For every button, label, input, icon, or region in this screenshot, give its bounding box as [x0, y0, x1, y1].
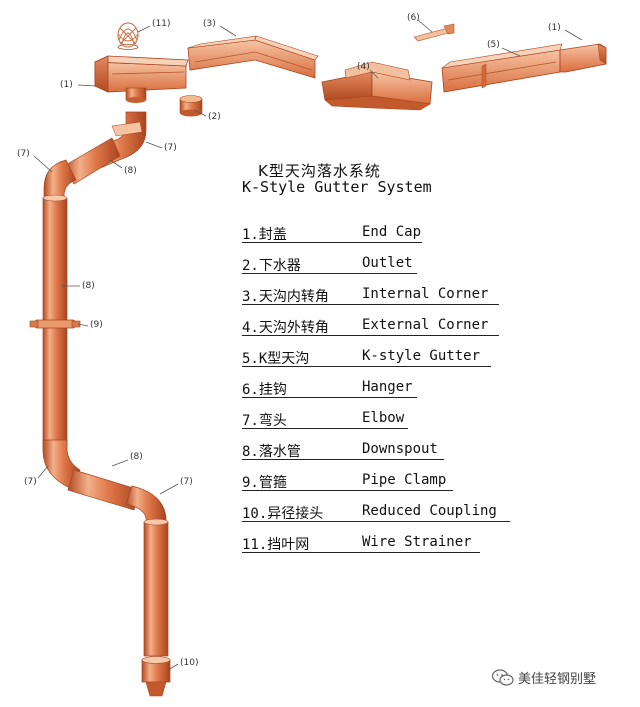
legend-item-english: Elbow: [362, 410, 405, 426]
legend-item: 9.管箍 Pipe Clamp: [242, 472, 532, 503]
parts-legend: 1.封盖 End Cap 2.下水器 Outlet 3.天沟内转角 Internal Co…: [242, 224, 532, 565]
callout-external-corner: (4): [357, 62, 370, 72]
legend-underline: [242, 459, 444, 460]
legend-item: 4.天沟外转角 External Corner: [242, 317, 532, 348]
legend-item-chinese: 1.封盖: [242, 227, 287, 243]
downspout-lower-connector: [67, 469, 141, 511]
leader-lines: [33, 19, 583, 671]
wire-strainer: [117, 22, 139, 50]
legend-item: 7.弯头 Elbow: [242, 410, 532, 441]
callout-pipe-clamp: (9): [90, 320, 103, 330]
end-cap-left: [94, 55, 189, 93]
legend-item: 6.挂钩 Hanger: [242, 379, 532, 410]
callout-k-style-gutter: (5): [487, 40, 500, 50]
callout-hanger: (6): [407, 13, 420, 23]
legend-item-english: Pipe Clamp: [362, 472, 447, 488]
k-style-gutter: [441, 43, 563, 93]
callout-end-cap-right: (1): [548, 23, 561, 33]
external-corner: [321, 61, 433, 111]
legend-item-english: Wire Strainer: [362, 534, 472, 550]
legend-underline: [242, 490, 453, 491]
legend-underline: [242, 335, 499, 336]
watermark-text: 美佳轻钢别墅: [518, 672, 597, 687]
legend-underline: [242, 521, 510, 522]
callout-elbow-lower-right: (7): [180, 477, 193, 487]
legend-underline: [242, 366, 491, 367]
outlet-under-gutter: [125, 87, 147, 103]
elbow-lower-left: [42, 439, 81, 489]
callout-downspout-main: (8): [82, 281, 95, 291]
internal-corner: [187, 35, 319, 79]
pipe-clamp: [29, 319, 81, 329]
end-cap-right: [559, 43, 607, 73]
legend-underline: [242, 304, 499, 305]
legend-item-chinese: 8.落水管: [242, 444, 301, 460]
callout-wire-strainer: (11): [152, 19, 171, 29]
legend-item-english: Internal Corner: [362, 286, 489, 302]
legend-underline: [242, 552, 480, 553]
legend-item-english: Downspout: [362, 441, 438, 457]
legend-item-chinese: 5.K型天沟: [242, 351, 310, 367]
legend-item-chinese: 7.弯头: [242, 413, 287, 429]
legend-item-chinese: 2.下水器: [242, 258, 301, 274]
elbow-lower-right: [125, 485, 167, 523]
title-chinese: K型天沟落水系统: [258, 162, 381, 180]
legend-item-english: Hanger: [362, 379, 413, 395]
legend-underline: [242, 428, 408, 429]
legend-item: 2.下水器 Outlet: [242, 255, 532, 286]
outlet-part: [179, 95, 203, 117]
legend-item-chinese: 10.异径接头: [242, 506, 324, 522]
legend-item-chinese: 3.天沟内转角: [242, 289, 329, 305]
legend-item-english: Reduced Coupling: [362, 503, 497, 519]
legend-item: 5.K型天沟 K-style Gutter: [242, 348, 532, 379]
legend-item-chinese: 4.天沟外转角: [242, 320, 329, 336]
callout-internal-corner: (3): [203, 19, 216, 29]
legend-underline: [242, 242, 422, 243]
callout-downspout-upper: (8): [124, 166, 137, 176]
callout-reduced-coupling: (10): [180, 658, 199, 668]
callout-elbow-upper-left: (7): [17, 149, 30, 159]
elbow-upper-left: [43, 159, 77, 197]
legend-item-english: External Corner: [362, 317, 489, 333]
legend-item-chinese: 9.管箍: [242, 475, 287, 491]
callout-downspout-lower: (8): [130, 452, 143, 462]
callout-elbow-top: (7): [164, 143, 177, 153]
legend-item-english: K-style Gutter: [362, 348, 481, 364]
callout-end-cap-left: (1): [60, 80, 73, 90]
downspout-bottom: [143, 518, 169, 657]
legend-item: 11.挡叶网 Wire Strainer: [242, 534, 532, 565]
legend-item-english: End Cap: [362, 224, 422, 240]
legend-item: 8.落水管 Downspout: [242, 441, 532, 472]
legend-underline: [242, 273, 417, 274]
hanger: [413, 23, 455, 42]
legend-item-chinese: 6.挂钩: [242, 382, 287, 398]
wechat-icon: [491, 668, 514, 687]
legend-item-english: Outlet: [362, 255, 413, 271]
watermark: 美佳轻钢别墅: [491, 668, 597, 687]
callout-outlet: (2): [208, 112, 221, 122]
title-english: K-Style Gutter System: [242, 178, 432, 196]
callout-elbow-lower-left: (7): [24, 477, 37, 487]
legend-underline: [242, 397, 417, 398]
legend-item: 10.异径接头 Reduced Coupling: [242, 503, 532, 534]
legend-item: 3.天沟内转角 Internal Corner: [242, 286, 532, 317]
legend-item-chinese: 11.挡叶网: [242, 537, 310, 553]
reduced-coupling: [141, 656, 171, 697]
legend-item: 1.封盖 End Cap: [242, 224, 532, 255]
